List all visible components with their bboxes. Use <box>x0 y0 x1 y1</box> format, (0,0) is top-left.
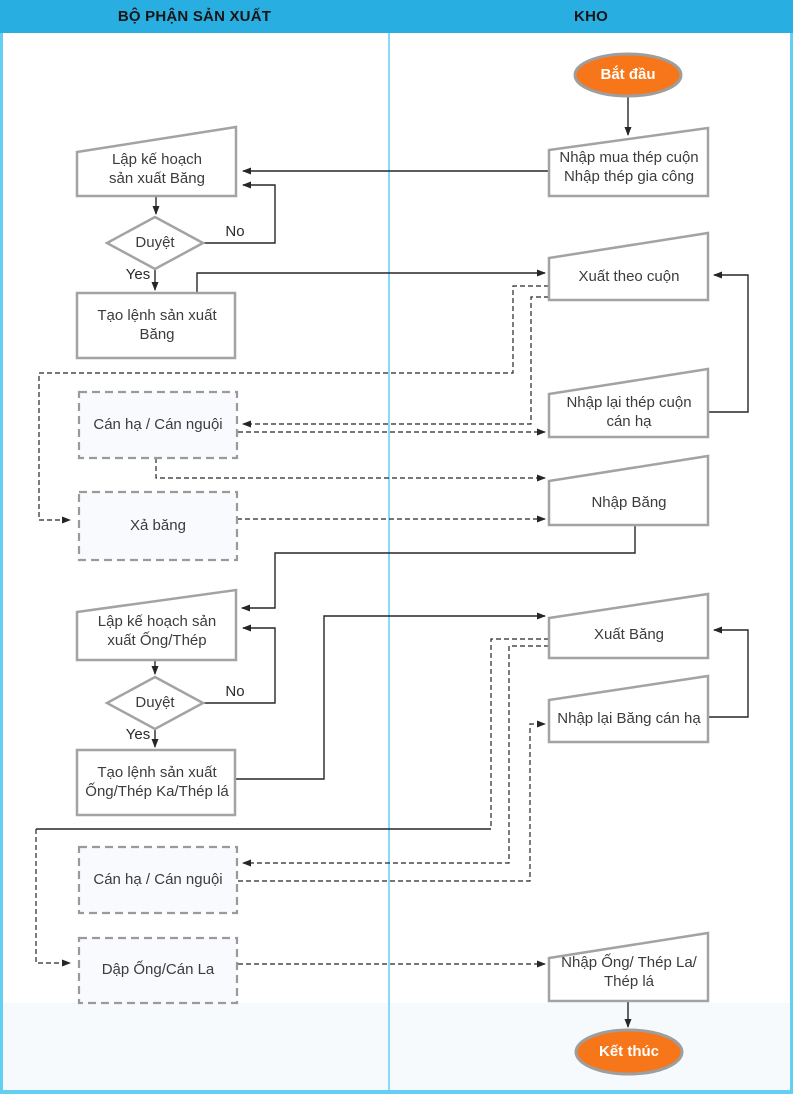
edge-xuat-bang-to-can-ha-2 <box>242 645 549 867</box>
node-shape-nhap-ong <box>547 931 710 1003</box>
node-shape-lap-kh-bang <box>75 125 238 198</box>
edge-label-no1: No <box>225 223 245 240</box>
edge-label-yes1: Yes <box>125 266 151 283</box>
edge-label-yes2: Yes <box>125 726 151 743</box>
node-shape-duyet2 <box>104 675 206 731</box>
node-label-can-ha-2: Cán hạ / Cán nguội <box>93 870 223 888</box>
node-label-duyet1: Duyệt <box>135 233 175 251</box>
node-label-dap-ong: Dập Ống/Cán La <box>101 961 215 979</box>
node-shape-can-ha-1 <box>77 390 239 460</box>
edge-nhap-bang-to-lap-kh-ong <box>241 525 636 612</box>
node-label-nhap-lai-bang: Nhập lại Băng cán hạ <box>557 709 701 727</box>
node-label-xa-bang: Xả băng <box>130 516 186 534</box>
node-label-tao-lenh-bang: Tạo lệnh sản xuất Băng <box>97 306 217 343</box>
frame-border-right <box>790 33 793 1094</box>
edge-no2-loop <box>203 624 276 704</box>
edge-nhap-lai-thep-cuon-to-xuat-theo-cuon <box>708 271 749 413</box>
frame-border-bottom <box>0 1090 793 1094</box>
edge-can-ha-1-to-nhap-bang <box>155 458 546 482</box>
node-shape-xa-bang <box>77 490 239 562</box>
node-label-start: Bắt đầu <box>600 66 656 84</box>
node-label-nhap-ong: Nhập Ống/ Thép La/ Thép lá <box>561 954 697 990</box>
node-label-nhap-mua: Nhập mua thép cuộn Nhập thép gia công <box>559 149 699 185</box>
node-label-xuat-bang: Xuất Băng <box>593 625 665 643</box>
lane-divider <box>388 33 390 1090</box>
node-shape-tao-lenh-ong <box>75 748 237 817</box>
node-label-nhap-bang: Nhập Băng <box>591 494 667 512</box>
edge-can-ha-2-to-nhap-lai-bang <box>238 720 546 882</box>
node-label-nhap-lai-thep-cuon: Nhập lại thép cuộn cán hạ <box>566 394 692 430</box>
node-shape-end <box>574 1028 684 1076</box>
node-shape-tao-lenh-bang <box>75 291 237 360</box>
edge-xuat-theo-cuon-to-can-ha-1 <box>242 296 549 428</box>
edge-xuat-theo-cuon-to-xa-bang <box>38 285 549 524</box>
frame-border-left <box>0 33 3 1094</box>
node-shape-xuat-theo-cuon <box>547 231 710 302</box>
node-label-tao-lenh-ong: Tạo lệnh sản xuất Ống/Thép Ka/Thép lá <box>85 763 229 800</box>
node-label-end: Kết thúc <box>599 1043 659 1061</box>
node-shape-can-ha-2 <box>77 845 239 915</box>
node-shape-nhap-lai-thep-cuon <box>547 367 710 439</box>
edge-nhap-lai-bang-to-xuat-bang <box>708 626 749 718</box>
edge-no1-loop <box>203 181 276 244</box>
node-shape-nhap-mua <box>547 126 710 198</box>
edge-return-to-dap-ong <box>35 829 71 967</box>
node-shape-dap-ong <box>77 936 239 1005</box>
node-label-duyet2: Duyệt <box>135 693 175 711</box>
lane-title-warehouse: KHO <box>574 8 608 25</box>
node-label-xuat-theo-cuon: Xuất theo cuộn <box>578 267 680 285</box>
edge-tao-lenh-ong-to-xuat-bang <box>235 612 546 780</box>
node-label-can-ha-1: Cán hạ / Cán nguội <box>93 415 223 433</box>
edge-tao-lenh-bang-to-xuat-theo-cuon <box>196 269 546 293</box>
node-label-lap-kh-ong: Lập kế hoạch sản xuất Ống/Thép <box>97 613 217 649</box>
node-shape-nhap-bang <box>547 454 710 527</box>
edge-xuat-bang-return-upper <box>490 638 549 829</box>
node-shape-duyet1 <box>104 215 206 271</box>
lane-title-production: BỘ PHẬN SẢN XUẤT <box>117 8 272 25</box>
edge-label-no2: No <box>225 683 245 700</box>
node-shape-lap-kh-ong <box>75 588 238 662</box>
node-shape-xuat-bang <box>547 592 710 660</box>
node-shape-start <box>573 52 683 98</box>
node-shape-nhap-lai-bang <box>547 674 710 744</box>
header-bar: BỘ PHẬN SẢN XUẤT KHO <box>0 0 793 33</box>
node-label-lap-kh-bang: Lập kế hoạch sản xuất Băng <box>109 151 205 187</box>
